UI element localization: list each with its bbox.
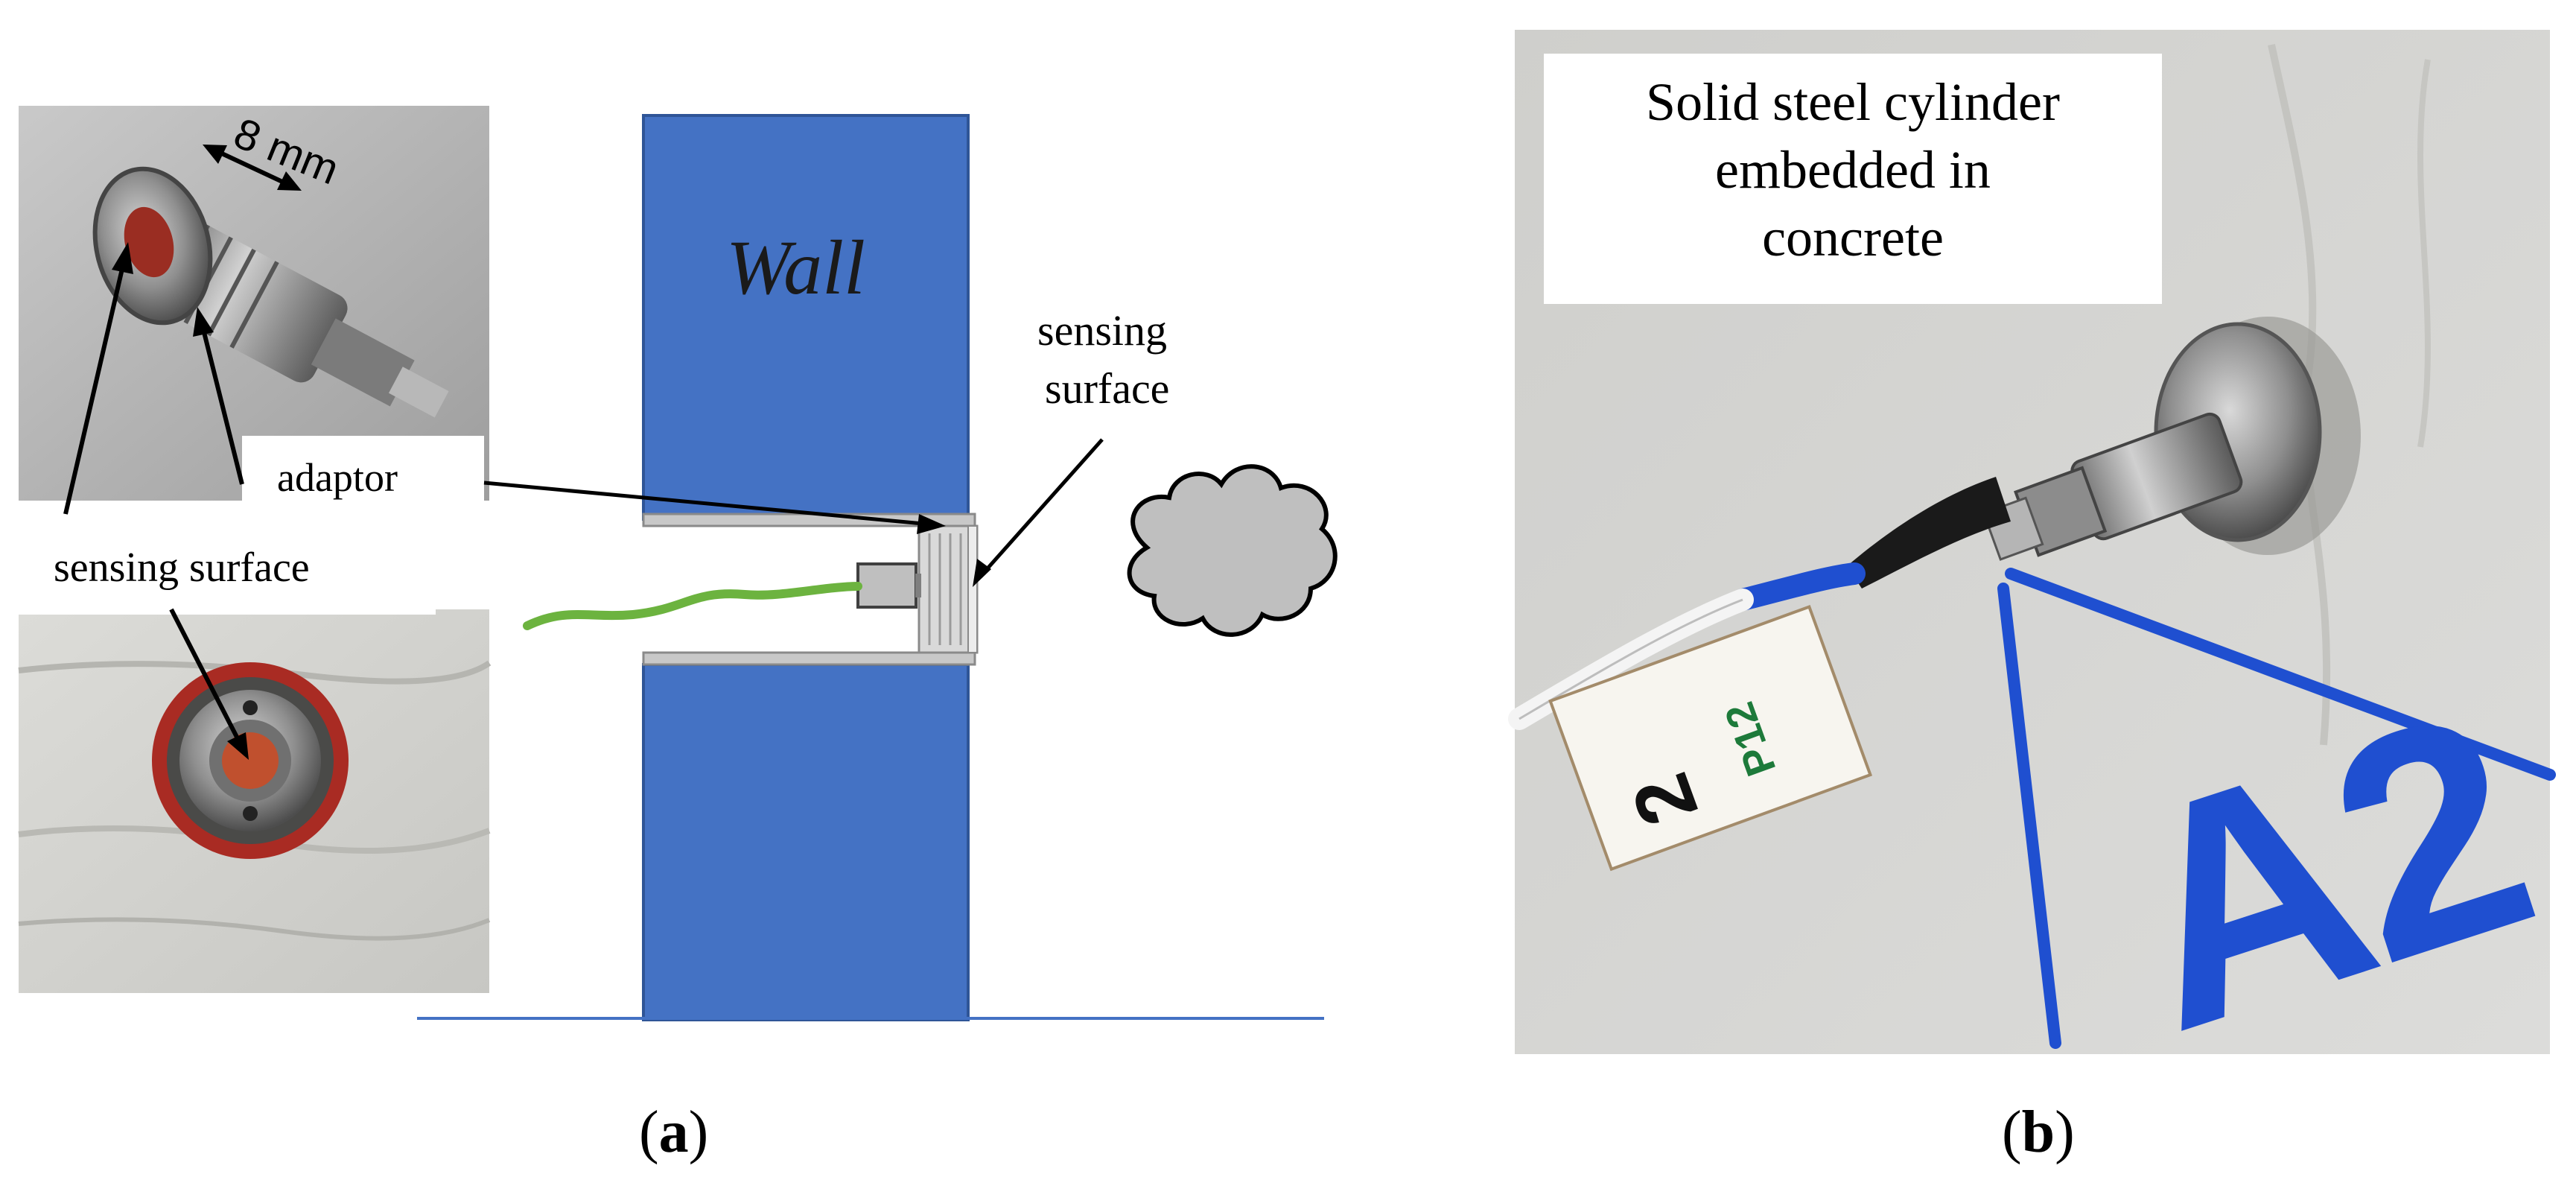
adaptor-label: adaptor: [277, 455, 398, 500]
annotation-arrows-photos: [63, 259, 244, 749]
a2-marking-frame: [1997, 568, 2556, 1049]
sensor-cable: [523, 582, 862, 630]
caption-b: (b): [2002, 1100, 2075, 1165]
adaptor-label-box: [242, 436, 484, 516]
schematic-leaders: [483, 438, 1104, 577]
wall-lower: [642, 663, 970, 1021]
callout-line-1: Solid steel cylinder: [1646, 72, 2060, 132]
caption-b-letter: b: [2021, 1100, 2055, 1165]
wall-upper: [642, 114, 970, 521]
callout-line-2: embedded in: [1715, 140, 1991, 200]
callout-text: Solid steel cylinder embedded in concret…: [1544, 69, 2162, 272]
wall-schematic: [417, 114, 1324, 1021]
schematic-arrowheads: [917, 514, 991, 587]
wall-label: Wall: [726, 225, 865, 311]
sensing-surface-label-box: [19, 533, 436, 615]
callout-box: [1544, 54, 2162, 304]
sensor-photo-top: [19, 106, 489, 501]
sensing-surface-label-left: sensing surface: [54, 545, 310, 591]
caption-a-letter: a: [658, 1100, 689, 1165]
callout-line-3: concrete: [1762, 208, 1944, 267]
arrowheads-photos: [112, 242, 249, 760]
sensing-surface-label-right-line1: sensing: [1037, 306, 1167, 355]
sensor-body: [856, 562, 917, 609]
caption-a: (a): [639, 1100, 709, 1165]
dimension-arrow: [203, 145, 302, 191]
sensor-photo-embedded: [18, 609, 492, 993]
cloud-shape: [1127, 464, 1338, 637]
sensing-surface-label-right-line2: surface: [1045, 364, 1170, 413]
